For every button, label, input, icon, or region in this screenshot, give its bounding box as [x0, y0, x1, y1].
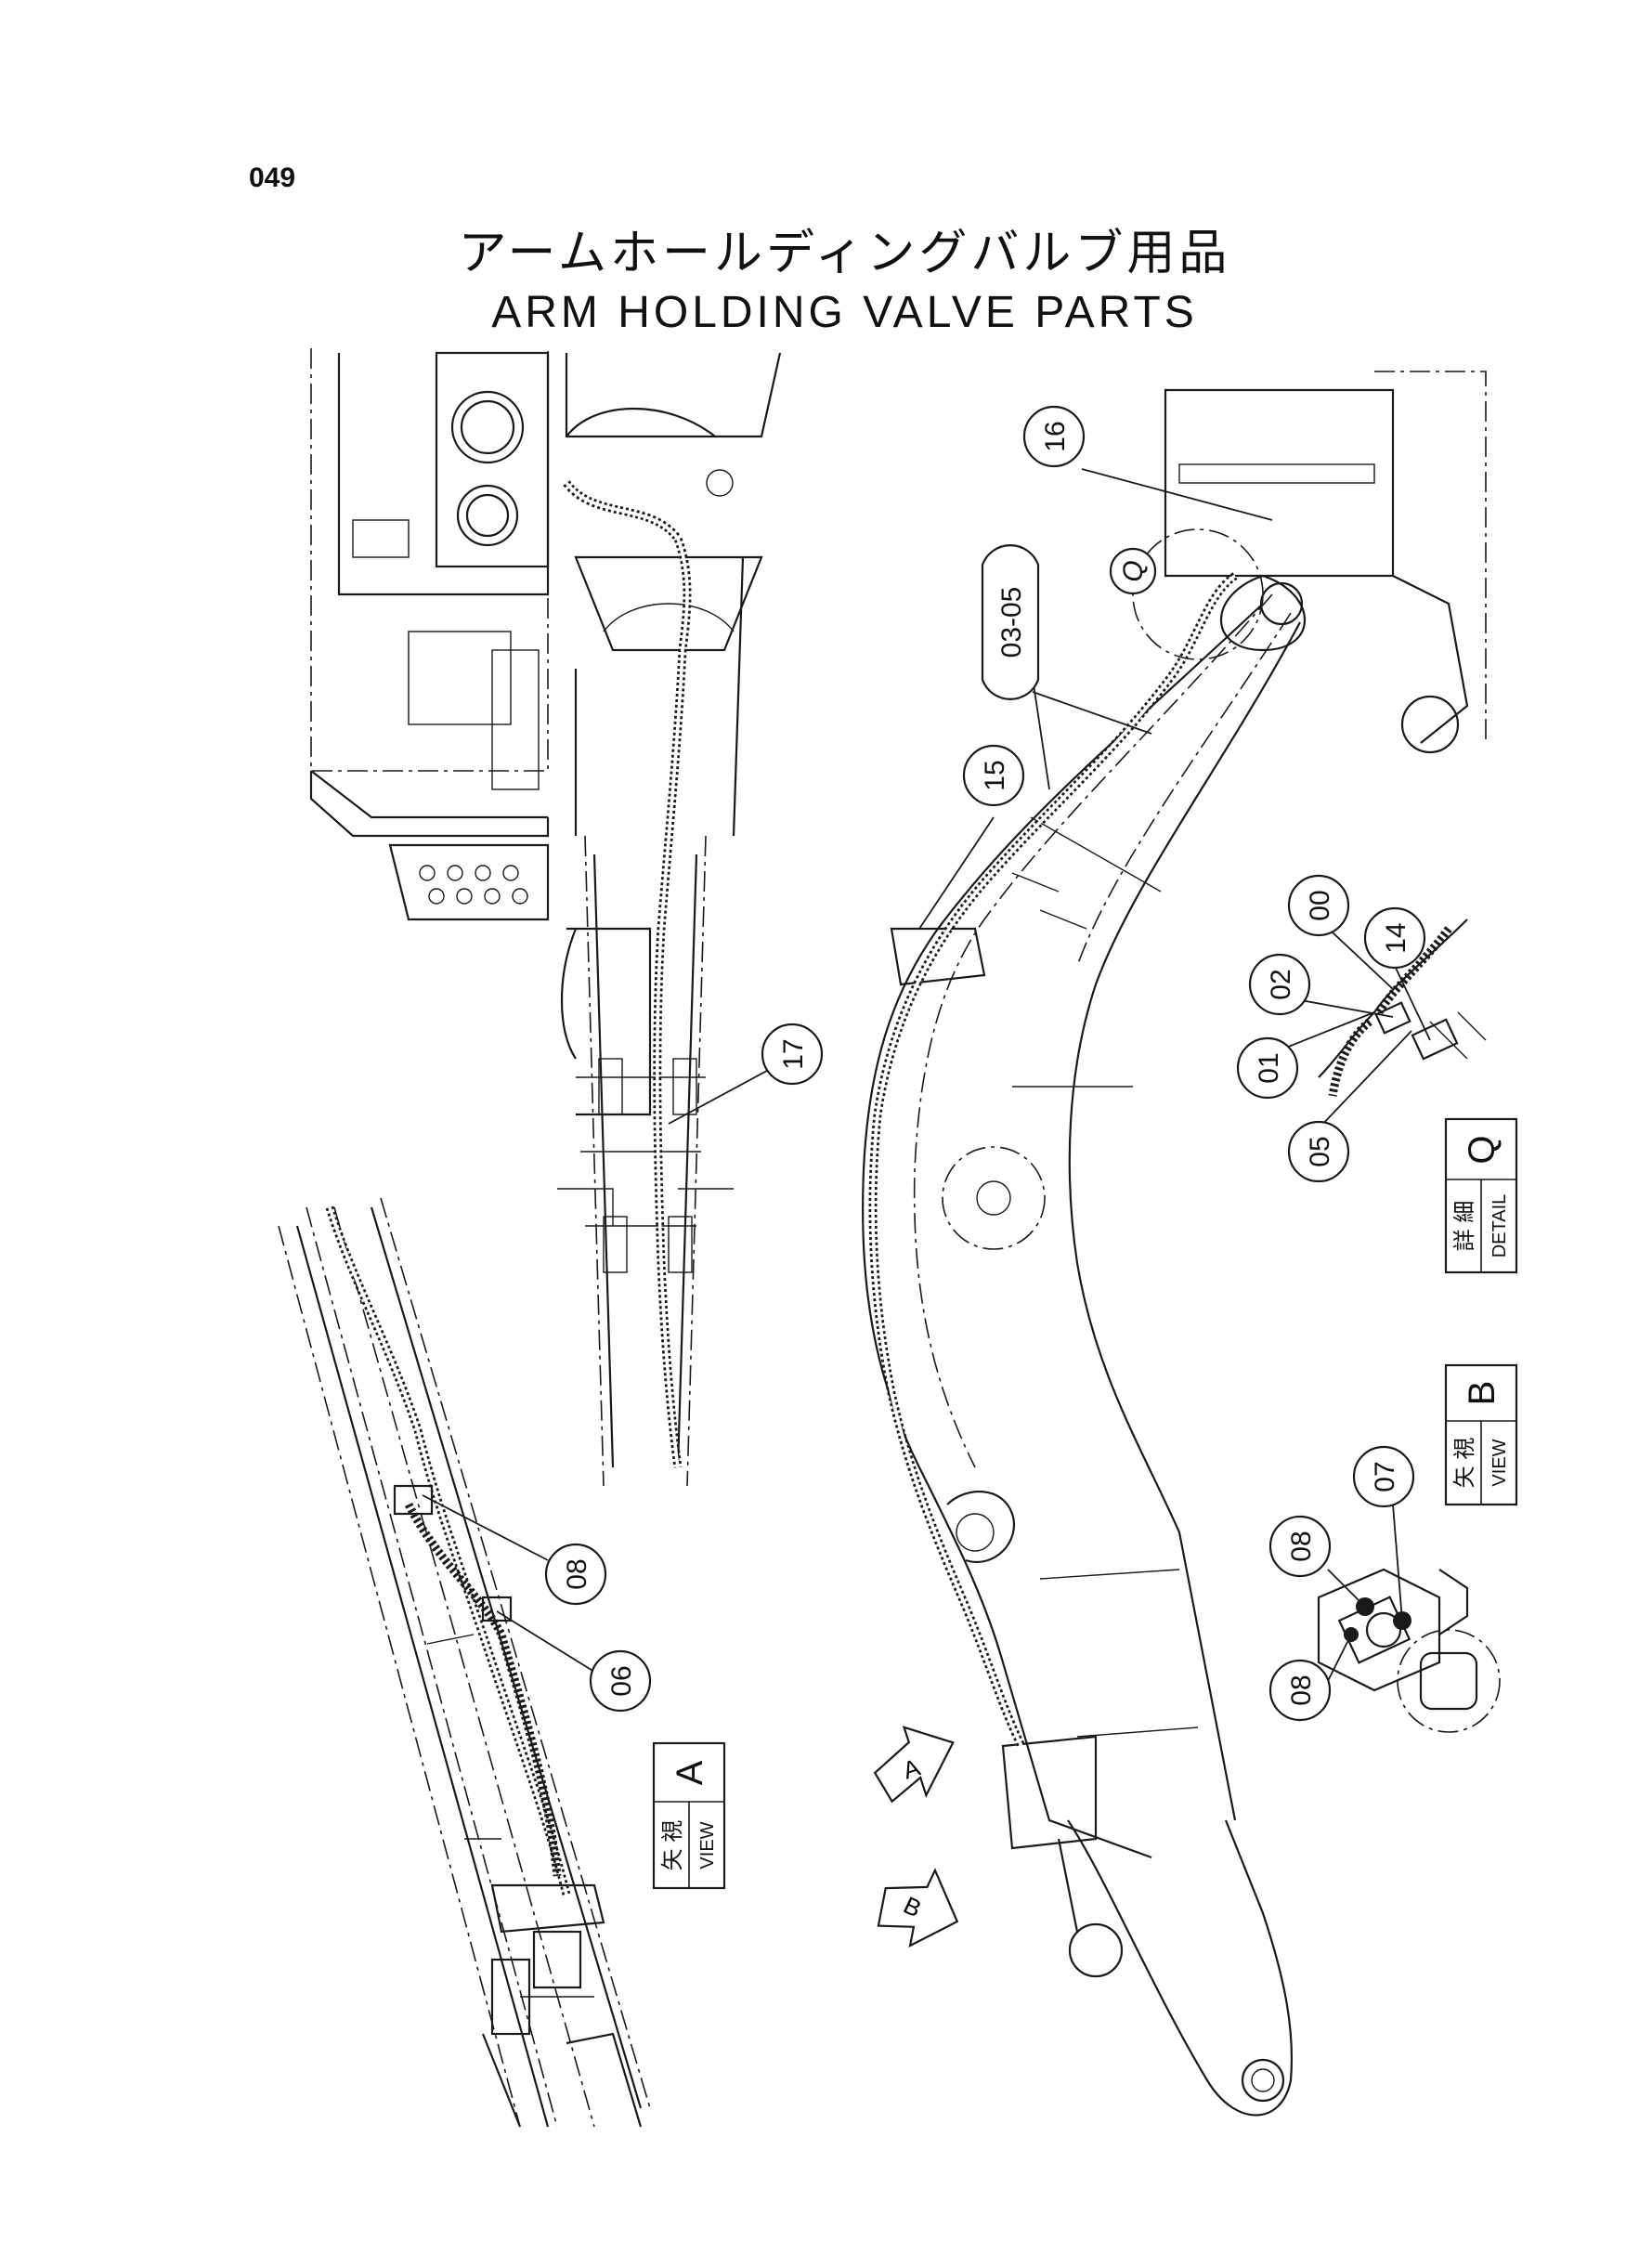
view-a-jp: 矢 視 — [660, 1820, 685, 1871]
detail-q-label-box: 詳 細 DETAIL Q — [1444, 1117, 1518, 1274]
callout-16: 16 — [1022, 405, 1086, 468]
view-b-label-box: 矢 視 VIEW B — [1444, 1363, 1518, 1506]
view-arrow-a: A — [873, 1726, 955, 1804]
callout-02-label: 02 — [1266, 969, 1296, 999]
upper-frame-view — [309, 348, 782, 1487]
leader-lines — [422, 468, 1431, 1682]
view-arrow-b-letter: B — [899, 1891, 925, 1923]
callout-14: 14 — [1363, 906, 1426, 970]
callout-00-label: 00 — [1305, 890, 1335, 920]
callout-02: 02 — [1248, 953, 1311, 1016]
callout-16-label: 16 — [1040, 421, 1071, 451]
title-english: ARM HOLDING VALVE PARTS — [491, 288, 1198, 337]
detail-q-en: DETAIL — [1489, 1194, 1510, 1258]
detail-q-inset — [1318, 919, 1487, 1097]
callout-01-label: 01 — [1254, 1052, 1284, 1083]
view-a-inset — [278, 1197, 651, 2128]
callout-17-label: 17 — [778, 1038, 809, 1069]
callout-07: 07 — [1352, 1445, 1415, 1508]
callout-00: 00 — [1287, 874, 1350, 937]
page-number: 049 — [249, 163, 296, 193]
view-a-en: VIEW — [697, 1821, 718, 1869]
callout-08-lower-label: 08 — [1286, 1674, 1317, 1705]
callout-06-label: 06 — [606, 1665, 637, 1696]
detail-q-jp: 詳 細 — [1452, 1201, 1477, 1252]
callout-08-upper: 08 — [1268, 1515, 1332, 1578]
view-arrow-b: B — [877, 1868, 959, 1948]
callout-05: 05 — [1287, 1120, 1350, 1183]
callout-08-view-a: 08 — [544, 1543, 607, 1606]
callout-07-label: 07 — [1370, 1461, 1400, 1492]
boom-arm-view — [862, 371, 1487, 2117]
callout-q-label: Q — [1118, 560, 1149, 581]
callout-q: Q — [1109, 547, 1157, 595]
callout-01: 01 — [1236, 1036, 1299, 1100]
callout-08-view-a-label: 08 — [562, 1558, 592, 1589]
view-a-label-box: 矢 視 VIEW A — [652, 1741, 726, 1890]
callout-08-upper-label: 08 — [1286, 1531, 1317, 1561]
callout-06: 06 — [589, 1649, 652, 1713]
view-b-jp: 矢 視 — [1452, 1438, 1477, 1489]
callout-17: 17 — [761, 1023, 824, 1086]
callout-03-05: 03-05 — [981, 544, 1040, 700]
view-b-letter: B — [1462, 1381, 1502, 1406]
callout-08-lower: 08 — [1268, 1659, 1332, 1722]
callout-03-05-label: 03-05 — [996, 587, 1027, 658]
view-a-letter: A — [670, 1760, 710, 1785]
callout-14-label: 14 — [1381, 922, 1411, 953]
view-b-en: VIEW — [1489, 1439, 1510, 1486]
callout-15-label: 15 — [980, 760, 1010, 790]
title-japanese: アームホールディングバルブ用品 — [458, 226, 1231, 281]
view-arrow-a-letter: A — [900, 1752, 924, 1784]
title-block: アームホールディングバルブ用品 ARM HOLDING VALVE PARTS — [0, 214, 1652, 338]
detail-q-letter: Q — [1462, 1135, 1502, 1164]
callout-05-label: 05 — [1305, 1136, 1335, 1166]
view-b-inset — [1317, 1568, 1501, 1733]
callout-15: 15 — [962, 744, 1025, 807]
